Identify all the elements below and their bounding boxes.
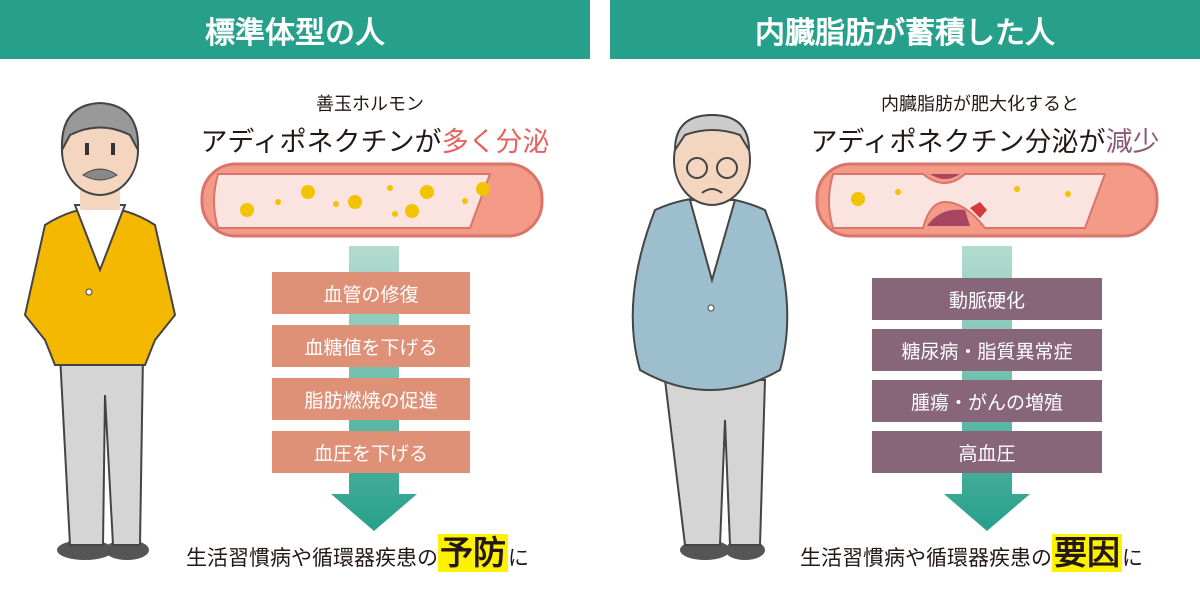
- left-conclusion: 生活習慣病や循環器疾患の予防に: [186, 534, 529, 572]
- healthy-blood-vessel: [200, 162, 544, 238]
- right-conclusion: 生活習慣病や循環器疾患の要因に: [800, 534, 1143, 572]
- clogged-blood-vessel: [815, 162, 1159, 238]
- right-conclusion-suffix: に: [1122, 546, 1143, 570]
- left-subtitle: 善玉ホルモン: [316, 94, 424, 115]
- right-headline-text: アディポネクチン分泌が: [810, 127, 1106, 158]
- right-conclusion-text: 生活習慣病や循環器疾患の: [800, 546, 1052, 570]
- left-conclusion-text: 生活習慣病や循環器疾患の: [186, 546, 438, 570]
- left-conclusion-highlight: 予防: [438, 533, 508, 572]
- disease-box: 動脈硬化: [872, 278, 1102, 320]
- right-headline: アディポネクチン分泌が減少: [795, 120, 1175, 159]
- normal-person-illustration: [23, 101, 177, 560]
- effect-box: 血管の修復: [272, 272, 470, 314]
- obese-person-illustration: [631, 113, 789, 560]
- left-conclusion-suffix: に: [508, 546, 529, 570]
- disease-box: 糖尿病・脂質異常症: [872, 329, 1102, 371]
- left-header: 標準体型の人: [0, 0, 590, 59]
- effect-box: 血糖値を下げる: [272, 325, 470, 367]
- left-headline-emphasis: 多く分泌: [441, 127, 550, 158]
- disease-box: 腫瘍・がんの増殖: [872, 380, 1102, 422]
- disease-box: 高血圧: [872, 431, 1102, 473]
- right-headline-emphasis: 減少: [1105, 127, 1160, 158]
- effect-box: 脂肪燃焼の促進: [272, 378, 470, 420]
- left-headline-text: アディポネクチンが: [200, 127, 442, 158]
- left-headline: アディポネクチンが多く分泌: [195, 120, 555, 159]
- right-header: 内臓脂肪が蓄積した人: [610, 0, 1200, 59]
- right-subtitle: 内臓脂肪が肥大化すると: [881, 94, 1079, 115]
- right-conclusion-highlight: 要因: [1052, 533, 1122, 572]
- effect-box: 血圧を下げる: [272, 431, 470, 473]
